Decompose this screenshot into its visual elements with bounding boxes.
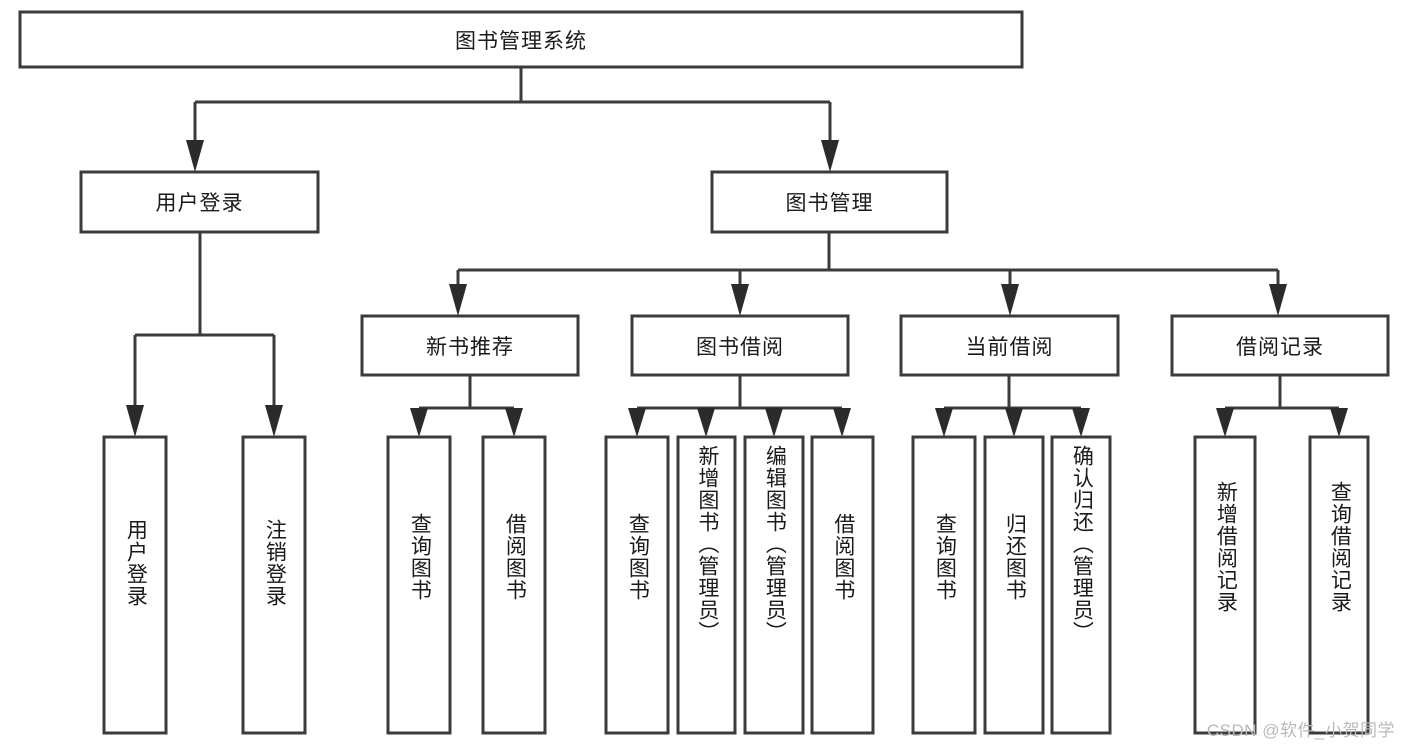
arrow-head-leaf-add-record — [1216, 408, 1234, 437]
node-box-leaf-query-book-2[interactable] — [604, 435, 670, 735]
watermark-text: CSDN @软件_小贺同学 — [1206, 721, 1395, 740]
arrow-head-leaf-borrow-book-2 — [833, 408, 851, 437]
arrow-head-leaf-confirm-return — [1072, 408, 1090, 437]
box-layer — [18, 10, 1390, 735]
node-box-borrow-record[interactable] — [1170, 314, 1390, 377]
node-box-leaf-add-book[interactable] — [676, 435, 737, 735]
arrow-head-leaf-query-book-1 — [410, 408, 428, 437]
arrow-head-leaf-borrow-book-1 — [505, 408, 523, 437]
node-box-book-management[interactable] — [710, 170, 949, 234]
arrow-head-user-login — [186, 140, 204, 172]
node-box-leaf-return-book[interactable] — [983, 435, 1045, 735]
node-box-leaf-query-record[interactable] — [1308, 435, 1370, 735]
node-box-leaf-query-book-3[interactable] — [911, 435, 977, 735]
node-box-root[interactable] — [18, 10, 1024, 69]
node-box-leaf-edit-book[interactable] — [743, 435, 805, 735]
connector-layer — [126, 67, 1348, 437]
arrow-head-leaf-query-record — [1330, 408, 1348, 437]
node-box-leaf-confirm-return[interactable] — [1050, 435, 1112, 735]
node-box-leaf-borrow-book-2[interactable] — [810, 435, 875, 735]
arrow-head-leaf-add-book — [697, 408, 715, 437]
arrow-head-borrow-record — [1269, 284, 1287, 316]
node-box-leaf-user-login[interactable] — [102, 435, 168, 735]
arrow-head-new-book-recommend — [449, 284, 467, 316]
arrow-head-leaf-query-book-3 — [935, 408, 953, 437]
node-box-current-borrow[interactable] — [899, 314, 1120, 377]
arrow-head-book-management — [821, 140, 839, 172]
arrow-head-leaf-query-book-2 — [628, 408, 646, 437]
node-box-leaf-user-logout[interactable] — [241, 435, 307, 735]
arrow-head-leaf-user-logout — [265, 405, 283, 437]
arrow-head-book-borrow — [731, 284, 749, 316]
node-box-leaf-add-record[interactable] — [1193, 435, 1257, 735]
node-box-new-book-recommend[interactable] — [360, 314, 580, 377]
node-box-leaf-query-book-1[interactable] — [386, 435, 452, 735]
arrow-head-current-borrow — [1001, 284, 1019, 316]
arrow-head-leaf-user-login — [126, 405, 144, 437]
node-box-leaf-borrow-book-1[interactable] — [481, 435, 547, 735]
node-box-book-borrow[interactable] — [630, 314, 850, 377]
arrow-head-leaf-return-book — [1005, 408, 1023, 437]
node-box-user-login[interactable] — [79, 170, 320, 234]
arrow-head-leaf-edit-book — [765, 408, 783, 437]
